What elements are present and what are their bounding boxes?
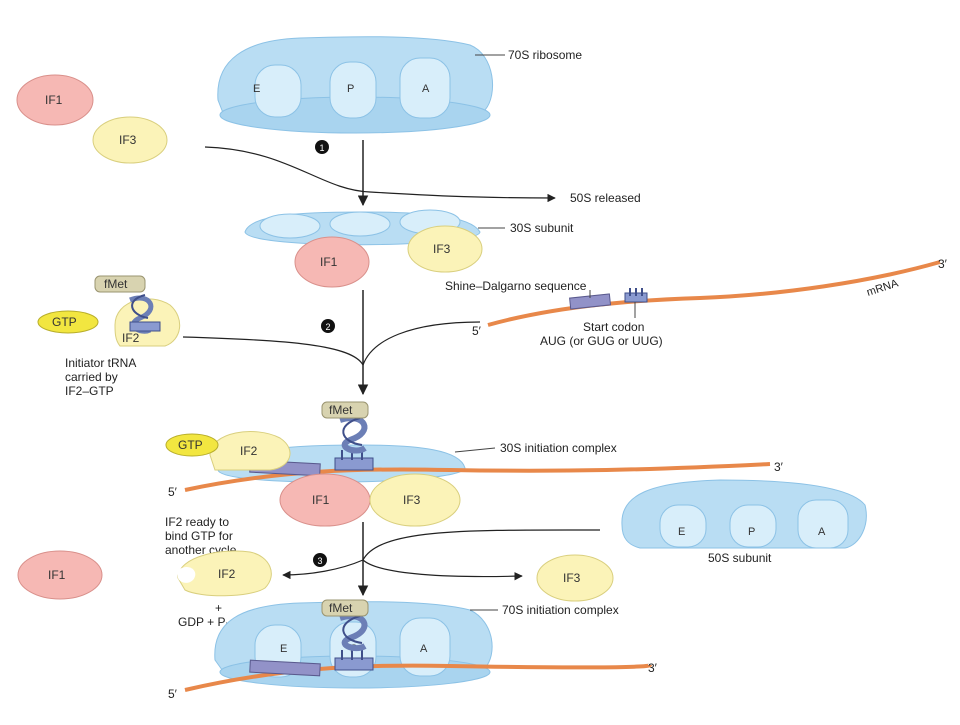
if1-factor-top: IF1 (16, 74, 94, 126)
step-3-number: 3 (318, 556, 323, 566)
step-2-number: 2 (326, 322, 331, 332)
if3-factor-30s: IF3 (407, 225, 483, 273)
fmet-label: fMet (104, 277, 128, 291)
if3-label: IF3 (433, 242, 451, 256)
site-a-label: A (422, 83, 430, 95)
site-p-label: P (347, 83, 354, 95)
step-1-badge (315, 140, 329, 154)
label-start-codon: Start codon (583, 320, 644, 334)
label-if2-ready: IF2 ready to (165, 515, 229, 529)
if2-label: IF2 (122, 331, 140, 345)
five-prime-end: 5′ (472, 324, 482, 338)
step-3-badge (313, 553, 327, 567)
site-a-label: A (420, 643, 428, 655)
site-e-label: E (253, 83, 260, 95)
initiation-complex-30s: fMet IF2 GTP IF1 IF3 (165, 401, 771, 527)
three-prime-end: 3′ (648, 661, 658, 675)
if1-factor-30s: IF1 (294, 236, 370, 288)
label-start-codon-variants: AUG (or GUG or UUG) (540, 334, 663, 348)
site-p-label: P (748, 526, 755, 538)
initiation-complex-70s: E P A fMet (184, 599, 652, 692)
if2-label: IF2 (240, 444, 258, 458)
fmet-label: fMet (329, 403, 353, 417)
if1-factor-released: IF1 (17, 550, 103, 600)
label-70s-initiation-complex: 70S initiation complex (502, 603, 619, 617)
label-initiator-trna: Initiator tRNA (65, 356, 136, 370)
three-prime-end: 3′ (938, 257, 948, 271)
three-prime-end: 3′ (774, 460, 784, 474)
label-shine-dalgarno: Shine–Dalgarno sequence (445, 279, 587, 293)
initiator-trna-if2-gtp: GTP IF2 fMet (37, 275, 180, 347)
gtp-label: GTP (52, 315, 77, 329)
if2-free-factor: IF2 (177, 550, 272, 597)
if1-label: IF1 (48, 568, 66, 582)
label-plus: + (215, 601, 222, 615)
if1-label: IF1 (320, 255, 338, 269)
label-bind-gtp: bind GTP for (165, 529, 233, 543)
label-30s-initiation-complex: 30S initiation complex (500, 441, 617, 455)
if2-label: IF2 (218, 567, 236, 581)
step-1-number: 1 (320, 143, 325, 153)
site-e-label: E (280, 643, 287, 655)
label-70s-ribosome: 70S ribosome (508, 48, 582, 62)
site-a-label: A (818, 526, 826, 538)
gtp-label: GTP (178, 438, 203, 452)
label-gdp: GDP + Pi (178, 615, 227, 631)
label-50s-subunit: 50S subunit (708, 551, 772, 565)
label-50s-released: 50S released (570, 191, 641, 205)
step-2-badge (321, 319, 335, 333)
subunit-50s: E P A (621, 479, 867, 549)
if3-label: IF3 (563, 571, 581, 585)
if3-label: IF3 (403, 493, 421, 507)
five-prime-end: 5′ (168, 687, 178, 701)
if3-factor-released: IF3 (536, 554, 614, 602)
label-30s-subunit: 30S subunit (510, 221, 574, 235)
if3-label: IF3 (119, 133, 137, 147)
label-if2-gtp: IF2–GTP (65, 384, 114, 398)
if3-factor-top: IF3 (92, 116, 168, 164)
if1-label: IF1 (312, 493, 330, 507)
label-mrna: mRNA (865, 277, 900, 299)
fmet-label: fMet (329, 601, 353, 615)
if1-label: IF1 (45, 93, 63, 107)
label-carried-by: carried by (65, 370, 118, 384)
ribosome-70s-top: E P A (217, 36, 494, 134)
site-e-label: E (678, 526, 685, 538)
five-prime-end: 5′ (168, 485, 178, 499)
mrna-strand-step2 (487, 260, 941, 327)
